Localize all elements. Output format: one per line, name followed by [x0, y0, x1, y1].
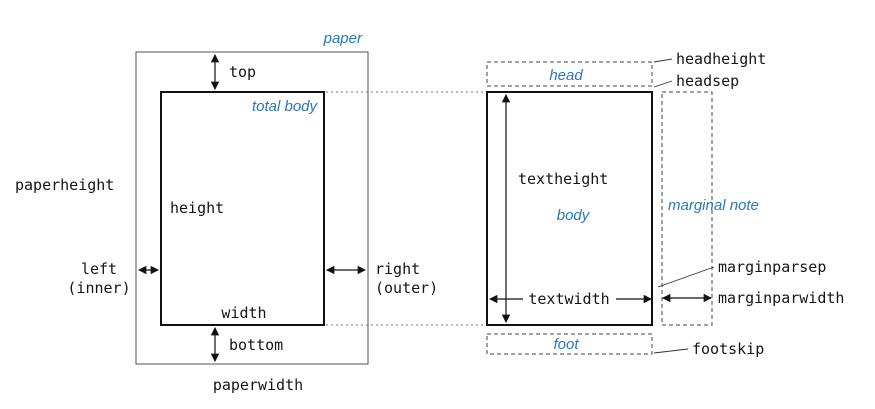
left-label: left — [81, 260, 117, 278]
left-inner-label: (inner) — [67, 279, 130, 297]
head-label: head — [549, 67, 583, 84]
body-label: body — [557, 207, 591, 224]
marginal-note-dashed-box — [661, 91, 713, 326]
total-body-label: total body — [252, 98, 319, 115]
headheight-label: headheight — [676, 50, 766, 68]
marginparwidth-label: marginparwidth — [718, 289, 844, 307]
marginal-note-label: marginal note — [668, 197, 759, 214]
bottom-label: bottom — [229, 336, 283, 354]
paper-label: paper — [323, 30, 363, 47]
right-label: right — [375, 260, 420, 278]
footskip-label: footskip — [692, 340, 764, 358]
paper-frame — [135, 51, 369, 365]
width-label: width — [221, 304, 266, 322]
marginparsep-label: marginparsep — [718, 258, 826, 276]
paperwidth-label: paperwidth — [213, 376, 303, 394]
foot-dashed-box — [486, 333, 653, 355]
body-frame — [486, 91, 653, 326]
textheight-label: textheight — [518, 170, 608, 188]
foot-label: foot — [553, 336, 579, 353]
textwidth-label: textwidth — [528, 290, 609, 308]
height-label: height — [170, 199, 224, 217]
headsep-pointer — [653, 80, 673, 88]
headsep-label: headsep — [676, 72, 739, 90]
top-label: top — [229, 63, 256, 81]
total-body-frame — [160, 91, 325, 326]
headheight-pointer — [653, 58, 673, 63]
right-outer-label: (outer) — [375, 279, 438, 297]
head-dashed-box — [486, 61, 653, 87]
marginparsep-pointer — [657, 266, 715, 288]
paperheight-label: paperheight — [15, 176, 114, 194]
footskip-pointer — [653, 348, 689, 354]
